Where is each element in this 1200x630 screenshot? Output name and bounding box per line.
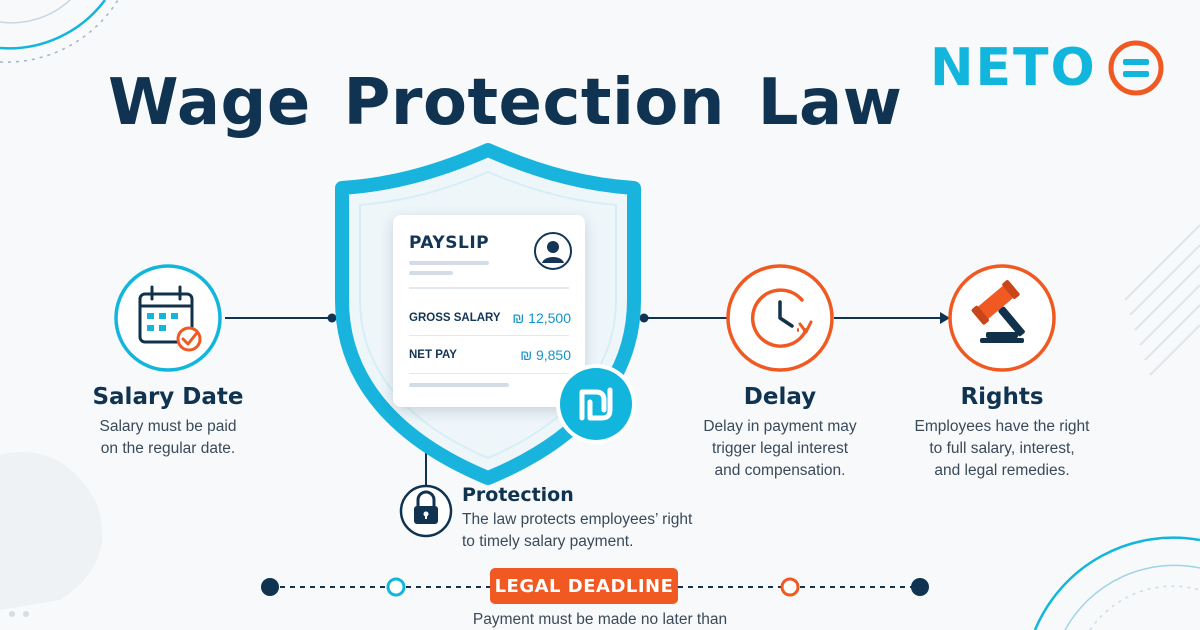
gross-salary-label: GROSS SALARY: [409, 312, 501, 324]
desc-line: on the regular date.: [100, 440, 236, 457]
desc-line: Delay in payment may: [703, 418, 857, 435]
legal-deadline-badge: LEGAL DEADLINE: [490, 568, 678, 604]
salary-date-title: Salary Date: [92, 384, 244, 410]
protection-description: The law protects employees’ right to tim…: [462, 509, 722, 553]
clock-icon: [726, 264, 834, 372]
deadline-text: Payment must be made no later than: [472, 611, 728, 628]
desc-line: to timely salary payment.: [462, 533, 634, 550]
desc-line: to full salary, interest,: [929, 440, 1075, 457]
page-title: Wage Protection Law: [108, 66, 903, 140]
shekel-coin-icon: [556, 364, 636, 444]
background-blob: [0, 452, 103, 610]
lock-icon: [399, 484, 453, 538]
corner-decoration-top-left: [0, 0, 119, 63]
connector-dot: [327, 313, 337, 323]
net-pay-label: NET PAY: [409, 349, 457, 361]
payslip-title: PAYSLIP: [409, 233, 490, 253]
placeholder-line: [409, 261, 489, 265]
placeholder-line: [409, 271, 453, 275]
desc-line: Employees have the right: [914, 418, 1090, 435]
desc-line: trigger legal interest: [711, 440, 849, 457]
desc-line: The law protects employees’ right: [462, 511, 693, 528]
logo-equals-icon: [1108, 40, 1164, 96]
placeholder-line: [409, 383, 509, 387]
arrow-head-icon: [940, 312, 950, 324]
deadline-timeline: [261, 577, 929, 597]
desc-line: Salary must be paid: [99, 418, 237, 435]
logo: NETO: [930, 36, 1165, 100]
delay-description: Delay in payment may trigger legal inter…: [670, 416, 890, 482]
gavel-icon: [948, 264, 1056, 372]
gross-salary-value: ₪ 12,500: [512, 310, 571, 326]
logo-text: NETO: [930, 38, 1097, 98]
divider: [409, 287, 569, 289]
delay-title: Delay: [743, 384, 817, 410]
corner-decoration-bottom-right: [1033, 536, 1200, 630]
calendar-check-icon: [114, 264, 222, 372]
avatar-icon: [534, 232, 572, 270]
rights-description: Employees have the right to full salary,…: [892, 416, 1112, 482]
desc-line: and legal remedies.: [934, 462, 1070, 479]
divider: [409, 335, 569, 336]
rights-title: Rights: [960, 384, 1044, 410]
net-pay-value: ₪ 9,850: [520, 347, 571, 363]
protection-title: Protection: [462, 484, 574, 506]
payslip-card: PAYSLIP GROSS SALARY ₪ 12,500 NET PAY ₪ …: [393, 215, 585, 407]
salary-date-description: Salary must be paid on the regular date.: [68, 416, 268, 460]
hatch-decoration: [1124, 224, 1200, 376]
divider: [409, 373, 569, 374]
desc-line: and compensation.: [714, 462, 846, 479]
